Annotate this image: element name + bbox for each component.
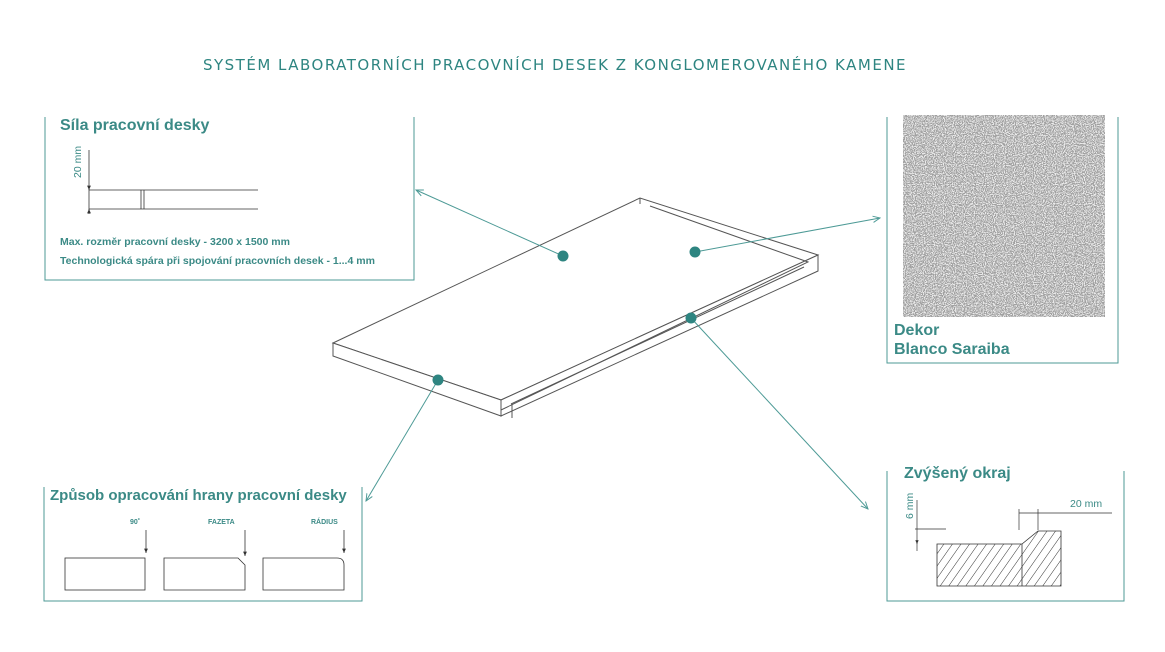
profile-90-label: 90˚	[130, 519, 141, 526]
dot-raised	[685, 312, 697, 324]
thickness-panel-frame	[44, 117, 415, 281]
pointer-dots	[432, 246, 701, 386]
raised-width-label: 20 mm	[1070, 498, 1103, 510]
profile-radius	[262, 557, 345, 591]
dot-edge	[432, 374, 444, 386]
dot-decor	[689, 246, 701, 258]
max-size-note: Max. rozměr pracovní desky - 3200 x 1500…	[60, 236, 290, 248]
joint-gap-note: Technologická spára při spojování pracov…	[60, 255, 375, 267]
profile-fazeta-label: FAZETA	[208, 519, 235, 526]
edge-panel-title: Způsob opracování hrany pracovní desky	[50, 487, 347, 504]
thickness-panel-title: Síla pracovní desky	[60, 117, 210, 134]
raised-panel-frame	[886, 471, 1125, 602]
raised-height-label: 6 mm	[904, 492, 916, 519]
dot-thickness	[557, 250, 569, 262]
edge-panel-frame	[43, 487, 363, 602]
decor-panel-frame	[886, 117, 1119, 364]
thickness-detail	[87, 150, 258, 214]
page-title: SYSTÉM LABORATORNÍCH PRACOVNÍCH DESEK Z …	[202, 56, 908, 74]
decor-name: Blanco Saraiba	[894, 341, 1010, 358]
profile-radius-label: RÁDIUS	[311, 519, 338, 526]
countertop-board	[331, 197, 820, 418]
decor-swatch-texture	[903, 115, 1105, 317]
pointer-lines	[366, 190, 880, 509]
raised-edge-detail	[915, 500, 1112, 587]
edge-profiles	[64, 530, 346, 591]
profile-90	[64, 557, 146, 591]
decor-label: Dekor	[894, 322, 940, 339]
raised-panel-title: Zvýšený okraj	[904, 465, 1011, 482]
thickness-dim-label: 20 mm	[72, 145, 84, 178]
profile-fazeta	[163, 557, 246, 591]
